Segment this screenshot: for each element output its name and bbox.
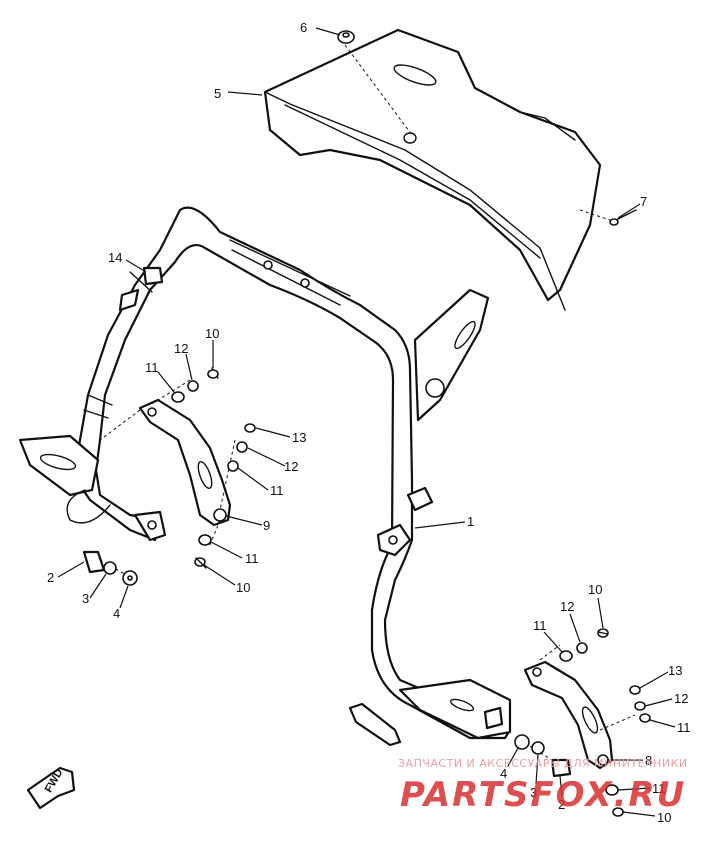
callout-10-left-bottom: 10: [236, 580, 250, 595]
washer-part-12-left-top: [187, 380, 199, 392]
watermark: ЗАПЧАСТИ И АКСЕССУАРЫ ДЛЯ МИНИТЕХНИКИ PA…: [398, 757, 688, 815]
callout-10-right-bottom: 10: [657, 810, 671, 825]
stud-part: [348, 702, 402, 747]
callout-12-right-top: 12: [560, 599, 574, 614]
callout-6: 6: [300, 20, 307, 35]
left-bracket-stay-part: [138, 398, 232, 527]
callout-7: 7: [640, 194, 647, 209]
watermark-brand: PARTSFOX.RU: [400, 775, 686, 815]
washer-part-11-right-top: [559, 650, 573, 662]
callout-2-right: 2: [558, 797, 565, 812]
callout-12-left-top: 12: [174, 341, 188, 356]
callout-labels: 6 5 7 14 10 12 11 13 12 11 9 11 10 2 3 4…: [47, 20, 691, 825]
washer-part-3-left: [103, 561, 117, 575]
washer-part-12-left: [236, 441, 248, 453]
callout-12-left: 12: [284, 459, 298, 474]
washer-part-11-left-bottom: [198, 534, 212, 546]
callout-3-left: 3: [82, 591, 89, 606]
callout-10-left-top: 10: [205, 326, 219, 341]
callout-9: 9: [263, 518, 270, 533]
washer-part-12-right-top: [576, 642, 588, 654]
cover-plate-part: [263, 28, 602, 311]
callout-4-right: 4: [500, 766, 507, 781]
callout-11-right-top: 11: [533, 618, 547, 633]
washer-part-11-left: [227, 460, 239, 472]
callout-13-right: 13: [668, 663, 682, 678]
main-frame-part: [18, 206, 512, 740]
clamp-part-14: [129, 266, 164, 293]
bolt-part-2-left: [82, 550, 106, 574]
nut-part-13-right: [629, 685, 641, 695]
fwd-arrow-icon: FWD: [26, 766, 76, 810]
nut-part-13-left: [244, 423, 256, 433]
leader-lines: [57, 27, 676, 817]
hardware: [82, 30, 651, 817]
callout-11-left: 11: [270, 483, 284, 498]
callout-8: 8: [645, 753, 652, 768]
bolt-part-2-right: [550, 758, 572, 778]
right-bracket-stay-part: [523, 660, 614, 770]
bolt-part-10-right-top: [597, 628, 609, 638]
callout-1: 1: [467, 514, 474, 529]
callout-3-right: 3: [530, 785, 537, 800]
washer-part-4-left: [122, 570, 138, 586]
watermark-tagline: ЗАПЧАСТИ И АКСЕССУАРЫ ДЛЯ МИНИТЕХНИКИ: [398, 757, 688, 770]
bolt-part-10-left-top: [207, 367, 219, 379]
washer-part-3-right: [531, 741, 545, 755]
screw-part-7: [609, 209, 637, 226]
bolt-part-10-left-bottom: [194, 557, 207, 569]
callout-5: 5: [214, 86, 221, 101]
callout-12-right: 12: [674, 691, 688, 706]
callout-10-right-top: 10: [588, 582, 602, 597]
nut-part-6: [337, 30, 355, 44]
washer-part-11-left-top: [171, 391, 185, 403]
callout-2-left: 2: [47, 570, 54, 585]
callout-11-left-bottom: 11: [245, 551, 259, 566]
washer-part-11-right: [639, 713, 651, 723]
washer-part-4-right: [514, 734, 530, 750]
washer-part-12-right: [634, 701, 646, 711]
callout-11-right: 11: [677, 720, 691, 735]
callout-13-left: 13: [292, 430, 306, 445]
callout-14: 14: [108, 250, 122, 265]
callout-4-left: 4: [113, 606, 120, 621]
callout-11-left-top: 11: [145, 360, 159, 375]
callout-11-right-bottom: 11: [652, 781, 666, 796]
